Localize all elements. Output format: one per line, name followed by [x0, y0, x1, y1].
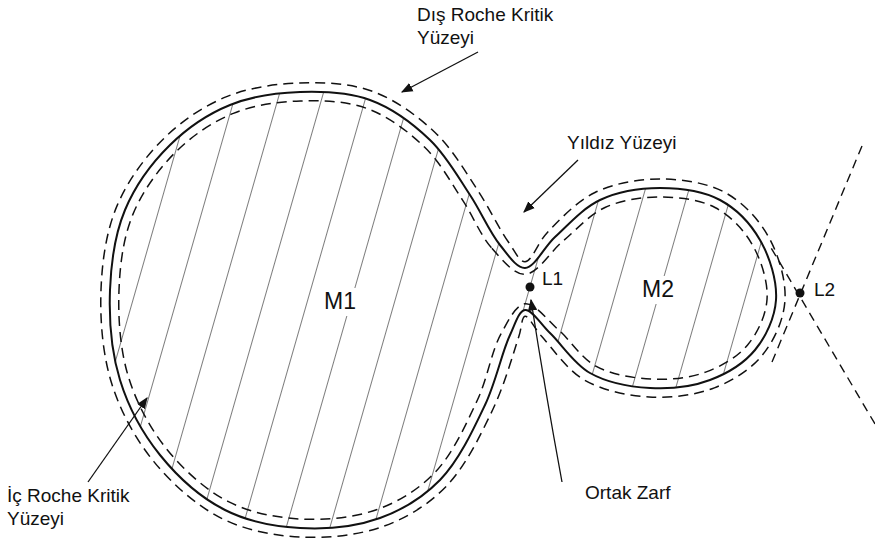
critical-line: [770, 246, 875, 424]
mass-label: M2: [640, 276, 676, 304]
star-surface: [110, 92, 776, 529]
surface-label: Yıldız Yüzeyi: [565, 132, 678, 155]
surface-label: İç Roche Kritik Yüzeyi: [5, 485, 174, 531]
leader-line: [524, 160, 578, 212]
inner-roche-surface: [119, 101, 767, 520]
critical-line: [772, 146, 862, 362]
lagrange-point: [526, 283, 535, 292]
leader-line: [402, 52, 478, 92]
outer-roche-surface: [101, 83, 785, 538]
envelope-label: Ortak Zarf: [583, 482, 673, 505]
lagrange-label: L2: [812, 279, 837, 302]
leader-line: [531, 300, 562, 482]
mass-label: M1: [322, 288, 358, 316]
lagrange-label: L1: [540, 268, 565, 291]
lagrange-point: [796, 289, 805, 298]
leader-line: [88, 398, 147, 482]
surface-label: Dış Roche Kritik Yüzeyi: [415, 4, 594, 50]
